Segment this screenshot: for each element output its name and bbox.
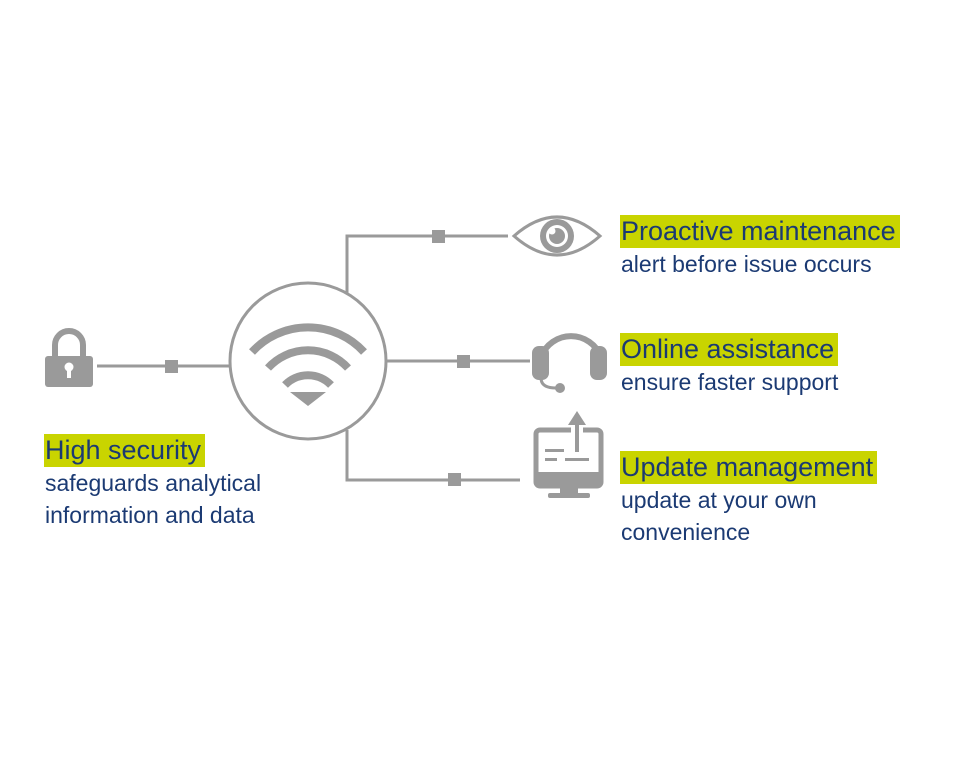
feature-description-line: alert before issue occurs bbox=[621, 251, 872, 277]
feature-description-line: information and data bbox=[45, 502, 255, 528]
feature-description-line: safeguards analytical bbox=[45, 470, 262, 496]
feature-online-assistance: Online assistance ensure faster support bbox=[620, 333, 838, 398]
feature-title: Online assistance bbox=[620, 333, 839, 366]
lock-icon bbox=[45, 328, 93, 387]
connectors bbox=[97, 234, 530, 482]
node-assist bbox=[457, 355, 470, 368]
feature-high-security: High security safeguards analytical info… bbox=[44, 434, 261, 531]
connector-maintenance bbox=[345, 234, 508, 293]
feature-description-line: update at your own bbox=[621, 487, 817, 513]
feature-description-line: ensure faster support bbox=[621, 369, 839, 395]
connector-update bbox=[345, 430, 520, 482]
feature-description-line: convenience bbox=[621, 519, 751, 545]
headset-icon bbox=[532, 333, 607, 393]
feature-proactive-maintenance: Proactive maintenance alert before issue… bbox=[620, 215, 900, 280]
wifi-icon bbox=[249, 323, 367, 388]
eye-icon bbox=[511, 215, 603, 257]
node-security bbox=[165, 360, 178, 373]
feature-title: High security bbox=[44, 434, 206, 467]
feature-title: Update management bbox=[620, 451, 878, 484]
node-maintenance bbox=[432, 230, 445, 243]
wifi-base bbox=[290, 392, 326, 406]
wifi-hub bbox=[228, 281, 388, 441]
node-update bbox=[448, 473, 461, 486]
feature-update-management: Update management update at your own con… bbox=[620, 451, 878, 548]
feature-title: Proactive maintenance bbox=[620, 215, 900, 248]
connector-nodes bbox=[165, 230, 470, 486]
monitor-upload-icon bbox=[533, 411, 604, 498]
